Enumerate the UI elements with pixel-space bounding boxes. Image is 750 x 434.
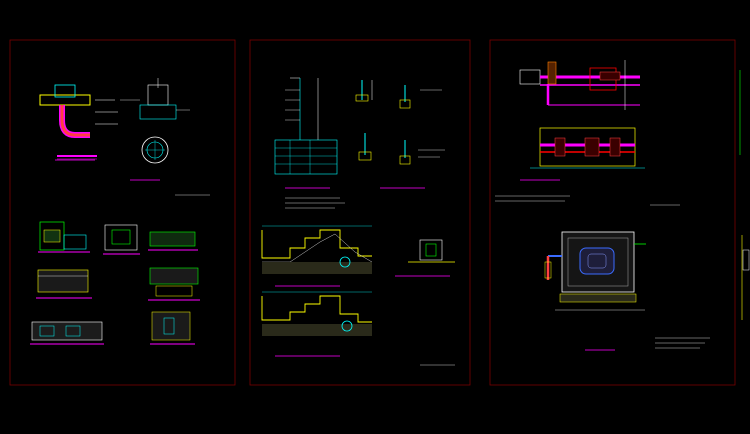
detail-pump-room-section [544,231,646,311]
detail-right-edge [739,70,750,320]
detail-piping-plan [519,60,640,110]
detail-piping-section [530,127,645,169]
detail-schedule-table [274,77,338,175]
detail-drain-plan [120,78,190,164]
detail-hanger-supports [355,80,445,165]
detail-stair-section-1 [261,225,373,274]
detail-grid-left [30,221,200,345]
detail-pump-installation [39,84,118,160]
detail-floor-drain [408,239,455,263]
notes-marks [175,194,710,366]
detail-stair-section-2 [261,291,372,336]
annotation-marks [55,159,615,357]
sheet-borders [9,39,736,386]
